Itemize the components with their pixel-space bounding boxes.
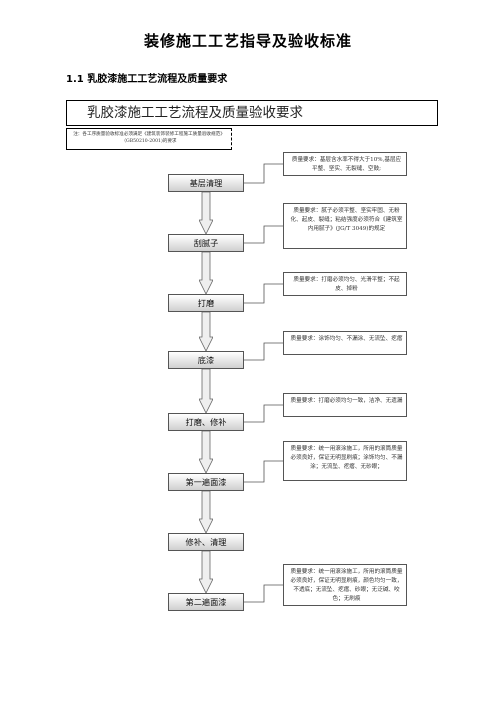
- down-arrow-icon: [199, 431, 213, 473]
- connector-line: [244, 404, 283, 423]
- connector-line: [244, 283, 283, 304]
- down-arrow-icon: [199, 491, 213, 533]
- connector-line: [244, 163, 283, 184]
- down-arrow-icon: [199, 369, 213, 413]
- requirement-box-3: 质量要求：打磨必须均匀、光滑平整；不起皮、掉粉: [283, 272, 407, 296]
- down-arrow-icon: [199, 551, 213, 593]
- requirement-box-2: 质量要求：腻子必须平整、坚实牢固、无粉化、起皮、裂缝；粘结强度必须符合《建筑室内…: [283, 203, 407, 249]
- step-repair-cleanup: 修补、清理: [168, 533, 244, 551]
- flowchart-title-box: 乳胶漆施工工艺流程及质量验收要求: [66, 100, 438, 126]
- requirement-box-1: 质量要求：基层含水率不得大于10%,基层应平整、坚实、无裂缝、空鼓;: [283, 152, 407, 176]
- connector-line: [244, 225, 283, 244]
- step-sanding-repair: 打磨、修补: [168, 413, 244, 431]
- document-title: 装修施工工艺指导及验收标准: [143, 32, 352, 50]
- connector-line: [244, 342, 283, 361]
- connector-line: [244, 584, 283, 603]
- requirement-box-6: 质量要求：统一用滚涂施工，所用的滚筒质量必须良好，保证无明显刷痕；涂饰均匀、不漏…: [283, 441, 407, 481]
- step-primer: 底漆: [168, 351, 244, 369]
- connector-line: [244, 460, 283, 483]
- step-sanding: 打磨: [168, 294, 244, 312]
- requirement-box-4: 质量要求：涂饰均匀、不漏涂、无流坠、疙瘩: [283, 331, 407, 355]
- down-arrow-icon: [199, 312, 213, 351]
- step-first-topcoat: 第一遍面漆: [168, 473, 244, 491]
- step-second-topcoat: 第二遍面漆: [168, 593, 244, 611]
- step-putty: 刮腻子: [168, 234, 244, 252]
- step-base-cleaning: 基层清理: [168, 174, 244, 192]
- standards-note-box: 注：各工序质量验收标准必须满足《建筑装饰装修工程施工质量验收规范》（GB5021…: [66, 128, 232, 150]
- section-heading: 1.1 乳胶漆施工工艺流程及质量要求: [66, 74, 228, 85]
- down-arrow-icon: [199, 192, 213, 234]
- requirement-box-5: 质量要求：打磨必须均匀一致，洁净、无遗漏: [283, 393, 407, 417]
- requirement-box-7: 质量要求：统一用滚涂施工，所用的滚筒质量必须良好，保证无明显刷痕，颜色均匀一致，…: [283, 564, 407, 606]
- down-arrow-icon: [199, 252, 213, 294]
